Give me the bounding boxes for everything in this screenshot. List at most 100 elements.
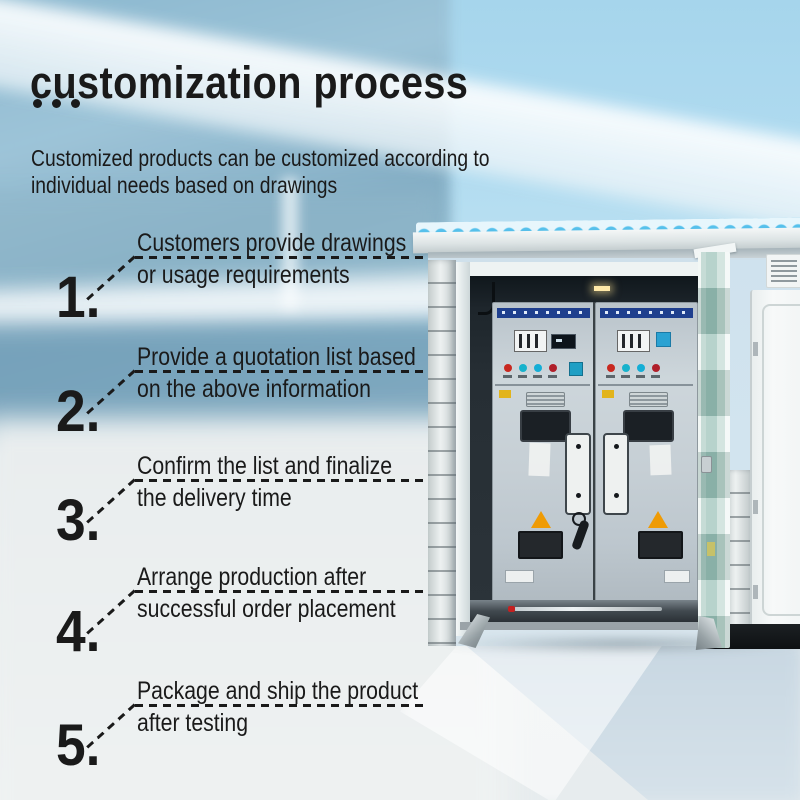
nameplate-text-marks (605, 311, 688, 314)
light-label (621, 375, 630, 378)
step-text-line1: Confirm the list and finalize (137, 452, 393, 480)
door-sill (460, 622, 714, 630)
building-glass-band (0, 190, 440, 290)
white-door-closed (750, 290, 800, 626)
door-frame-top (456, 262, 724, 276)
yellow-sticker (602, 390, 614, 398)
process-step-4: 4. Arrange production after successful o… (0, 563, 470, 675)
lower-window (518, 531, 563, 559)
meter-ticks (519, 334, 542, 348)
dot (52, 99, 61, 108)
subtitle-line-1: Customized products can be customized ac… (31, 145, 490, 171)
light-label (636, 375, 645, 378)
door-hinge (753, 342, 758, 356)
vent-grille-small (526, 392, 565, 407)
ceiling-light (594, 286, 610, 291)
light-label (533, 375, 542, 378)
light-label (606, 375, 615, 378)
step-number: 2. (56, 379, 101, 444)
strip-knob (575, 444, 581, 449)
meter-cluster (617, 330, 650, 352)
nameplate-text-marks (502, 311, 585, 314)
step-dashed-underline (135, 479, 426, 482)
strip-knob (575, 493, 581, 498)
warning-triangle-icon (648, 511, 668, 528)
process-step-1: 1. Customers provide drawings or usage r… (0, 229, 470, 341)
switchgear-panel-right (595, 302, 698, 604)
step-dashed-underline (135, 590, 426, 593)
base-plinth (470, 600, 700, 624)
indicator-lights (503, 364, 557, 378)
step-text-line2: on the above information (137, 375, 371, 403)
instrument-strip (565, 433, 591, 515)
door-inset-border (762, 304, 800, 616)
warning-triangle-icon (531, 511, 551, 528)
corner-pillar-left (428, 260, 456, 646)
strip-knob (613, 493, 619, 498)
light-label (548, 375, 557, 378)
door-hinge (753, 500, 758, 514)
step-number: 4. (56, 599, 101, 664)
panel-nameplate-band (497, 308, 590, 318)
panel-nameplate-band (600, 308, 693, 318)
step-dashed-underline (135, 256, 426, 259)
process-step-2: 2. Provide a quotation list based on the… (0, 343, 470, 455)
step-number: 5. (56, 713, 101, 778)
door-frame-left (456, 262, 470, 636)
door-lock (701, 456, 712, 473)
subtitle-line-2: individual needs based on drawings (31, 172, 338, 198)
inspection-window (520, 410, 571, 442)
step-text-line2: successful order placement (137, 595, 396, 623)
yellow-sticker (499, 390, 511, 398)
door-hinge (753, 585, 758, 599)
inspection-window (623, 410, 674, 442)
blue-button (656, 332, 671, 347)
building-glass-dark (0, 322, 460, 430)
meter-ticks (622, 334, 645, 348)
step-text-line2: after testing (137, 709, 249, 737)
step-dashed-underline (135, 704, 426, 707)
indicator-lights (606, 364, 660, 378)
paper-label (528, 442, 551, 477)
glass-reflection-bands (698, 252, 730, 648)
step-dashed-underline (135, 370, 426, 373)
vent-grille-icon (766, 254, 800, 288)
handle-ring (572, 512, 586, 526)
step-number: 3. (56, 488, 101, 553)
floor-wash (0, 418, 510, 800)
meter-cluster (514, 330, 547, 352)
indicator-light-darkred (548, 364, 557, 372)
page-title: customization process (30, 57, 469, 109)
panel-divider (598, 384, 693, 386)
step-text-line2: or usage requirements (137, 261, 350, 289)
indicator-light-cyan (636, 364, 645, 372)
indicator-light-red (606, 364, 615, 372)
step-text-line1: Provide a quotation list based (137, 343, 416, 371)
step-text-line2: the delivery time (137, 484, 292, 512)
dot (33, 99, 42, 108)
indicator-light-teal (518, 364, 527, 372)
panel-seam (593, 302, 595, 602)
switchgear-panel-left (492, 302, 595, 604)
process-step-3: 3. Confirm the list and finalize the del… (0, 452, 470, 564)
strip-knob (613, 444, 619, 449)
light-label (503, 375, 512, 378)
door-yellow-sticker (707, 542, 715, 556)
step-text-line1: Customers provide drawings (137, 229, 407, 257)
open-door-glass (698, 252, 730, 648)
rod-red-cap (508, 606, 515, 612)
panel-divider (495, 384, 590, 386)
digital-display (551, 334, 576, 349)
light-label (651, 375, 660, 378)
vent-grille-small (629, 392, 668, 407)
teal-button (569, 362, 583, 376)
indicator-light-darkred (651, 364, 660, 372)
light-label (518, 375, 527, 378)
step-text-line1: Arrange production after (137, 563, 367, 591)
process-step-5: 5. Package and ship the product after te… (0, 677, 470, 789)
ellipsis-dots-icon (33, 99, 80, 108)
step-text-line1: Package and ship the product (137, 677, 419, 705)
display-glyph (556, 339, 562, 342)
vent-louvers (771, 260, 797, 282)
